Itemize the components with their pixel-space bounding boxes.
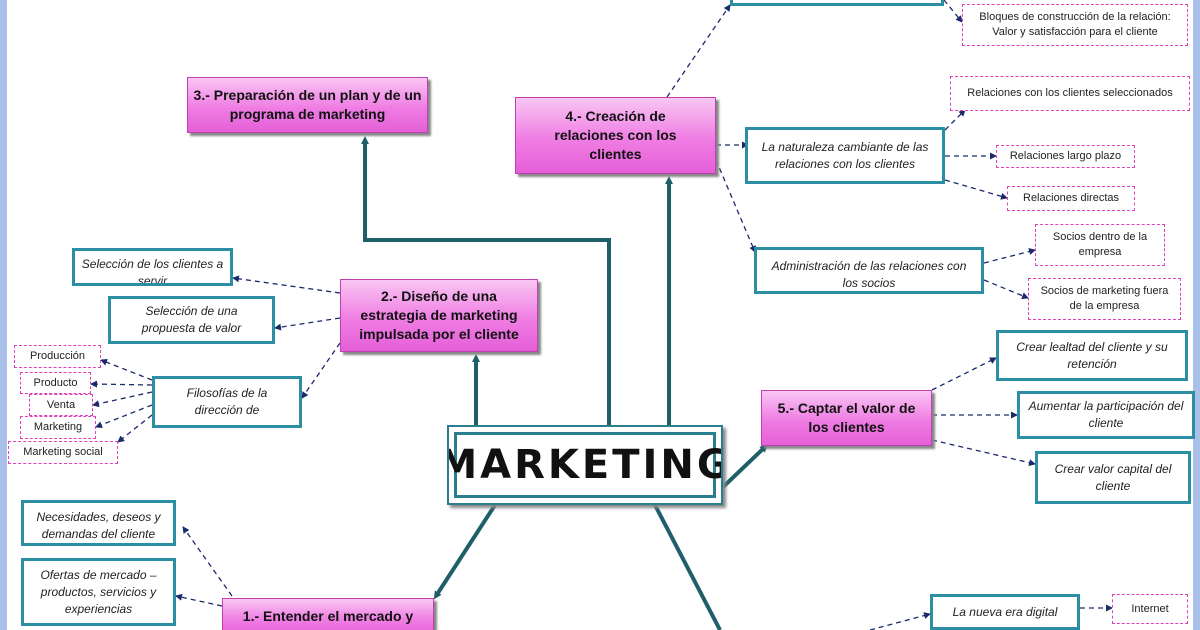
sub-node-crear-lealtad-label: Crear lealtad del cliente y su retención <box>1016 339 1168 371</box>
sub-node-seleccion-propuesta-label: Selección de una propuesta de valor <box>141 304 242 335</box>
main-node-3-label: 3.- Preparación de un plan y de un progr… <box>193 87 422 122</box>
dash-n4-top <box>666 4 731 98</box>
leaf-rel-largo-label: Relaciones largo plazo <box>1009 150 1122 162</box>
dash-admin-fuera <box>983 279 1029 299</box>
sub-node-filosofias-label: Filosofías de la dirección de <box>186 386 268 417</box>
central-node-marketing: MARKETING <box>447 425 723 505</box>
window-right-edge <box>1193 0 1200 630</box>
leaf-internet-label: Internet <box>1131 602 1169 615</box>
main-node-2-label: 2.- Diseño de una estrategia de marketin… <box>359 288 519 342</box>
central-title: MARKETING <box>447 442 723 488</box>
dash-filosofias-producto <box>90 380 153 388</box>
sub-node-naturaleza-label: La naturaleza cambiante de las relacione… <box>761 139 929 171</box>
sub-node-aumentar-label: Aumentar la participación del cliente <box>1028 399 1184 430</box>
sub-node-aumentar: Aumentar la participación del cliente <box>1017 391 1195 439</box>
main-node-2: 2.- Diseño de una estrategia de marketin… <box>340 279 538 352</box>
dash-n2-seleccion-clientes <box>232 275 341 294</box>
sub-node-crear-valor: Crear valor capital del cliente <box>1035 451 1191 504</box>
dash-filosofias-produccion <box>100 358 153 381</box>
leaf-socios-fuera-label: Socios de marketing fuera de la empresa <box>1040 285 1169 312</box>
dash-n1-ofertas <box>175 593 223 607</box>
dash-admin-dentro <box>983 248 1036 264</box>
leaf-rel-largo: Relaciones largo plazo <box>996 145 1135 168</box>
main-node-1: 1.- Entender el mercado y <box>222 598 434 630</box>
main-node-1-label: 1.- Entender el mercado y <box>242 608 414 624</box>
sub-node-ofertas: Ofertas de mercado – productos, servicio… <box>21 558 176 626</box>
leaf-socios-fuera: Socios de marketing fuera de la empresa <box>1028 278 1181 320</box>
leaf-venta-label: Venta <box>46 398 76 411</box>
dash-n4-administracion <box>715 159 756 253</box>
leaf-rel-seleccionados: Relaciones con los clientes seleccionado… <box>950 76 1190 111</box>
sub-node-seleccion-clientes: Selección de los clientes a servir <box>72 248 233 286</box>
sub-node-necesidades-label: Necesidades, deseos y demandas del clien… <box>36 510 161 541</box>
sub-node-crear-lealtad: Crear lealtad del cliente y su retención <box>996 330 1188 381</box>
leaf-bloques: Bloques de construcción de la relación: … <box>962 4 1188 46</box>
leaf-producto-label: Producto <box>33 376 78 389</box>
main-node-4: 4.- Creación de relaciones con los clien… <box>515 97 716 174</box>
leaf-rel-directas: Relaciones directas <box>1007 186 1135 211</box>
connector-to-node1 <box>433 503 497 600</box>
sub-node-naturaleza: La naturaleza cambiante de las relacione… <box>745 127 945 184</box>
leaf-marketing-social: Marketing social <box>8 441 118 464</box>
dash-filosofias-marketing <box>95 404 153 429</box>
sub-node-nueva-era-label: La nueva era digital <box>952 604 1058 619</box>
leaf-rel-directas-label: Relaciones directas <box>1023 192 1119 204</box>
sub-node-nueva-era: La nueva era digital <box>930 594 1080 630</box>
leaf-produccion-label: Producción <box>29 350 86 362</box>
dash-n1-necesidades <box>182 526 233 597</box>
dash-n5-lealtad <box>931 357 997 391</box>
dash-filosofias-venta <box>92 391 153 408</box>
sub-node-crear-valor-label: Crear valor capital del cliente <box>1054 461 1172 493</box>
leaf-produccion: Producción <box>14 345 101 368</box>
dash-filosofias-marketing-social <box>117 414 153 443</box>
leaf-marketing-label: Marketing <box>33 421 83 433</box>
sub-node-filosofias: Filosofías de la dirección de <box>152 376 302 428</box>
dash-nueva-era-right <box>869 612 931 630</box>
main-node-5-label: 5.- Captar el valor de los clientes <box>777 400 916 435</box>
main-node-4-label: 4.- Creación de relaciones con los clien… <box>554 108 677 162</box>
sub-node-top-clipped <box>730 0 944 6</box>
main-node-5: 5.- Captar el valor de los clientes <box>761 390 932 446</box>
leaf-producto: Producto <box>20 372 91 394</box>
main-node-3: 3.- Preparación de un plan y de un progr… <box>187 77 428 133</box>
dash-n2-seleccion-propuesta <box>274 317 341 331</box>
dash-n2-filosofias <box>301 342 341 399</box>
sub-node-administracion-label: Administración de las relaciones con los… <box>771 259 967 290</box>
sub-node-ofertas-label: Ofertas de mercado – productos, servicio… <box>40 567 157 616</box>
leaf-socios-dentro-label: Socios dentro de la empresa <box>1052 231 1148 258</box>
dash-top-bloques <box>943 0 963 23</box>
connector-to-node5 <box>720 444 768 490</box>
sub-node-necesidades: Necesidades, deseos y demandas del clien… <box>21 500 176 546</box>
connector-to-bottom-right <box>653 504 722 630</box>
leaf-internet: Internet <box>1112 594 1188 624</box>
sub-node-administracion: Administración de las relaciones con los… <box>754 247 984 294</box>
leaf-venta: Venta <box>29 394 93 416</box>
dash-naturaleza-directas <box>944 179 1008 200</box>
dash-naturaleza-seleccionados <box>944 109 966 131</box>
leaf-marketing: Marketing <box>20 416 96 439</box>
sub-node-seleccion-clientes-label: Selección de los clientes a servir <box>81 257 224 286</box>
leaf-socios-dentro: Socios dentro de la empresa <box>1035 224 1165 266</box>
window-left-edge <box>0 0 7 630</box>
leaf-bloques-label: Bloques de construcción de la relación: … <box>979 11 1171 38</box>
central-node-inner: MARKETING <box>449 432 721 498</box>
leaf-marketing-social-label: Marketing social <box>23 446 103 458</box>
leaf-rel-seleccionados-label: Relaciones con los clientes seleccionado… <box>967 87 1173 99</box>
connector-to-node3 <box>361 136 611 425</box>
sub-node-seleccion-propuesta: Selección de una propuesta de valor <box>108 296 275 344</box>
dash-n5-crear-valor <box>931 439 1036 467</box>
